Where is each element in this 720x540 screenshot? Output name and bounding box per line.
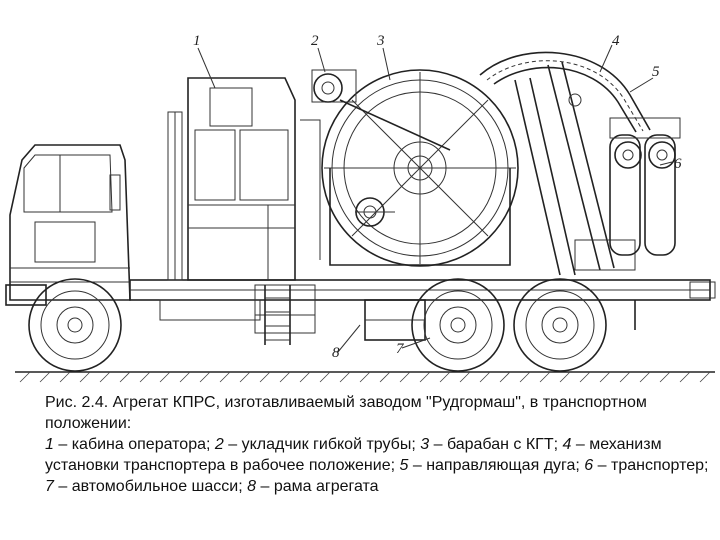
item-num-2: 2 (214, 436, 224, 453)
item-num-1: 1 (45, 436, 54, 453)
installation-mechanism (514, 61, 636, 276)
caption-items: 1 – кабина оператора; 2 – укладчик гибко… (45, 436, 709, 495)
item-num-7: 7 (45, 478, 54, 495)
rear-wheel-1 (411, 278, 505, 372)
callout-7: 7 (396, 341, 405, 357)
ground-line (15, 371, 715, 383)
operator-cabin (167, 77, 296, 281)
callout-2: 2 (311, 33, 319, 49)
callout-1: 1 (193, 33, 201, 49)
item-num-3: 3 (420, 436, 430, 453)
pipe-spooler (311, 69, 451, 227)
guide-arc (479, 51, 651, 133)
ladder (264, 285, 291, 345)
item-num-4: 4 (562, 436, 572, 453)
item-text-2: укладчик гибкой трубы (241, 436, 412, 453)
callout-8: 8 (332, 345, 340, 361)
callout-4: 4 (612, 33, 620, 49)
item-text-6: транспортер (611, 457, 705, 474)
chassis-frame (129, 279, 716, 341)
caption-title: Рис. 2.4. Агрегат КПРС, изготавливаемый … (45, 394, 647, 432)
item-text-4: механизм установки транспортера в рабоче… (45, 436, 662, 474)
tubing-drum (300, 69, 519, 267)
item-text-1: кабина оператора (71, 436, 206, 453)
item-text-7: автомобильное шасси (71, 478, 239, 495)
callout-5: 5 (652, 64, 660, 80)
item-text-5: направляющая дуга (426, 457, 576, 474)
front-wheel (28, 278, 122, 372)
leader-lines (197, 44, 673, 353)
item-num-8: 8 (247, 478, 257, 495)
item-text-8: рама агрегата (273, 478, 379, 495)
callout-6: 6 (674, 156, 682, 172)
truck-cab (5, 144, 131, 306)
figure-caption: Рис. 2.4. Агрегат КПРС, изготавливаемый … (45, 392, 710, 497)
item-num-6: 6 (584, 457, 594, 474)
truck-drawing: 1 2 3 4 5 6 7 8 (5, 33, 716, 383)
rear-wheel-2 (513, 278, 607, 372)
callout-3: 3 (376, 33, 385, 49)
transporter (609, 117, 681, 256)
item-text-3: барабан с КГТ (446, 436, 554, 453)
item-num-5: 5 (399, 457, 409, 474)
